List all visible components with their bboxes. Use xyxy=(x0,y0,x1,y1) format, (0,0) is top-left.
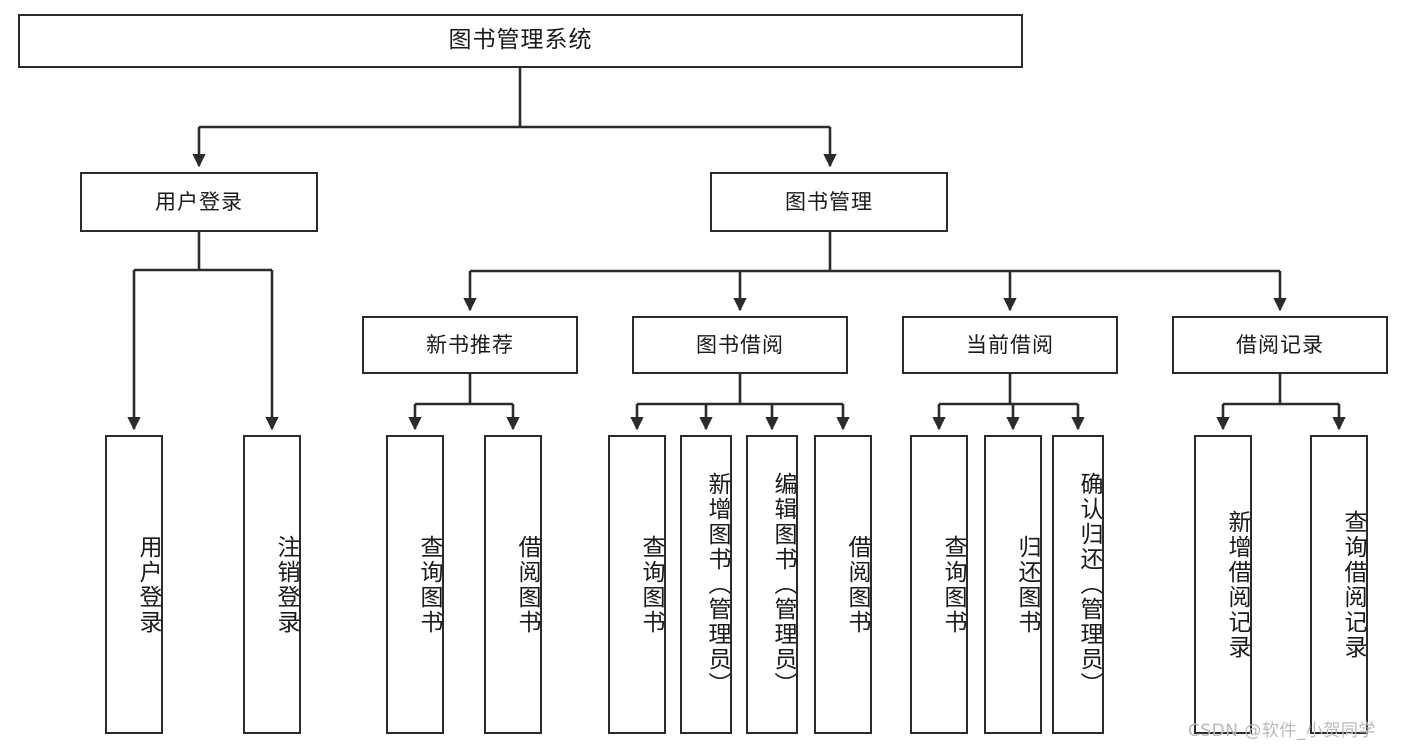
leaf-query-borrow-record[interactable]: 查询借阅记录 xyxy=(1310,435,1368,734)
leaf-confirm-return-admin[interactable]: 确认归还（管理员） xyxy=(1052,435,1104,734)
node-book-borrow[interactable]: 图书借阅 xyxy=(632,316,848,374)
leaf-borrow-book-newbook[interactable]: 借阅图书 xyxy=(484,435,542,734)
leaf-add-book-admin[interactable]: 新增图书（管理员） xyxy=(680,435,732,734)
node-root-system[interactable]: 图书管理系统 xyxy=(18,14,1023,68)
leaf-return-book[interactable]: 归还图书 xyxy=(984,435,1042,734)
leaf-logout[interactable]: 注销登录 xyxy=(243,435,301,734)
node-book-management[interactable]: 图书管理 xyxy=(710,172,948,232)
leaf-lend-book[interactable]: 借阅图书 xyxy=(814,435,872,734)
node-borrow-record[interactable]: 借阅记录 xyxy=(1172,316,1388,374)
node-current-borrow[interactable]: 当前借阅 xyxy=(902,316,1118,374)
node-user-login[interactable]: 用户登录 xyxy=(80,172,318,232)
leaf-query-book-current[interactable]: 查询图书 xyxy=(910,435,968,734)
leaf-add-borrow-record[interactable]: 新增借阅记录 xyxy=(1194,435,1252,734)
leaf-query-book-borrow[interactable]: 查询图书 xyxy=(608,435,666,734)
leaf-query-book-newbook[interactable]: 查询图书 xyxy=(386,435,444,734)
leaf-edit-book-admin[interactable]: 编辑图书（管理员） xyxy=(746,435,798,734)
node-new-book-recommend[interactable]: 新书推荐 xyxy=(362,316,578,374)
leaf-user-login[interactable]: 用户登录 xyxy=(105,435,163,734)
